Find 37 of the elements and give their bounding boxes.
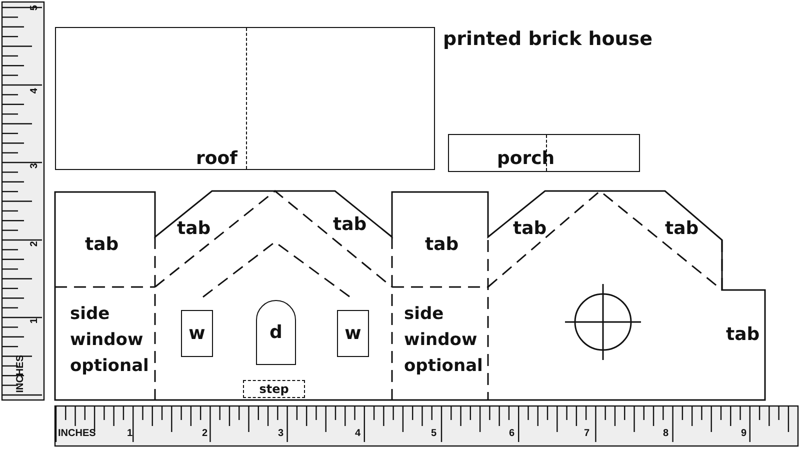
step-outline: [243, 380, 305, 398]
ruler-unit: INCHES: [58, 429, 96, 439]
panel-note: side window optional: [404, 303, 484, 378]
ruler-number: 3: [278, 429, 284, 439]
piece-label: w: [188, 324, 206, 342]
window-cutout: [181, 310, 213, 357]
tab-label: tab: [726, 326, 760, 344]
tab-label: tab: [85, 236, 119, 254]
tab-label: tab: [425, 236, 459, 254]
ruler-number: 2: [30, 241, 40, 247]
ruler-number: 3: [30, 163, 40, 169]
ruler-number: 2: [202, 429, 208, 439]
piece-label: step: [259, 383, 289, 395]
ruler-number: 5: [431, 429, 437, 439]
door-cutout: [256, 300, 296, 365]
ruler-number: 8: [663, 429, 669, 439]
window-cutout: [337, 310, 369, 357]
piece-label: w: [344, 324, 362, 342]
roof-panel: [55, 27, 435, 170]
ruler-number: 7: [584, 429, 590, 439]
ruler-number: 6: [509, 429, 515, 439]
ruler-number: 4: [30, 88, 40, 94]
tab-label: tab: [333, 216, 367, 234]
tab-label: tab: [513, 220, 547, 238]
tab-label: tab: [177, 220, 211, 238]
piece-label: roof: [196, 150, 238, 168]
ruler-number: 4: [355, 429, 361, 439]
porch-panel: [448, 134, 640, 172]
tab-label: tab: [665, 220, 699, 238]
panel-note: side window optional: [70, 303, 150, 378]
title: printed brick house: [443, 30, 652, 49]
ruler-number: 1: [127, 429, 133, 439]
ruler-unit: INCHES: [16, 355, 26, 393]
ruler-number: 9: [741, 429, 747, 439]
piece-label: porch: [497, 150, 555, 168]
piece-label: d: [270, 324, 282, 342]
ruler-number: 1: [30, 318, 40, 324]
